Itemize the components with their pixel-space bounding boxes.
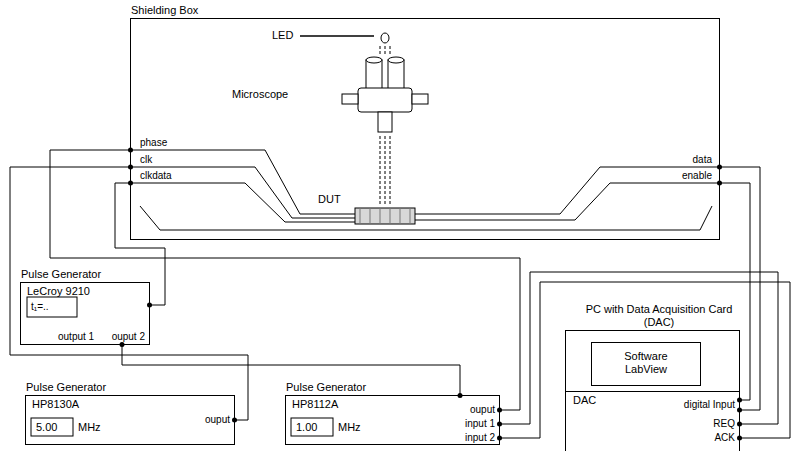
- node-label: HP8112A: [292, 398, 338, 411]
- wire-line: [122, 345, 460, 396]
- signal-label: 1.00: [296, 421, 317, 433]
- dut-chip: [355, 208, 415, 224]
- signal-wire: [497, 272, 778, 427]
- signal-label: input 2: [465, 432, 495, 443]
- wire-line: [720, 183, 751, 400]
- pc-box: PC with Data Acquisition Card (DAC)Softw…: [565, 330, 740, 451]
- signal-label: ouput 2: [112, 331, 145, 342]
- chip-pins: [360, 208, 410, 224]
- signal-wire: [115, 181, 165, 308]
- signal-label: ACK: [714, 432, 735, 443]
- display-window: [31, 418, 73, 436]
- node-label: HP8130A: [32, 398, 79, 411]
- signal-label: MHz: [78, 421, 101, 433]
- display-window: [27, 297, 77, 317]
- signal-wire: [50, 148, 520, 413]
- node-label: Software LabView: [592, 350, 700, 376]
- software-box: Software LabView: [591, 342, 701, 386]
- node-heading: PC with Data Acquisition Card (DAC): [584, 303, 734, 329]
- shielding-box: Shielding Box: [130, 18, 720, 240]
- node-label: DAC: [573, 394, 596, 407]
- signal-label: clkdata: [140, 170, 172, 181]
- signal-label: Microscope: [232, 88, 288, 100]
- led-bar: [300, 35, 374, 37]
- pulse-generator: Pulse GeneratorHP8130A: [25, 395, 235, 445]
- inner-wires: [130, 150, 720, 222]
- display-window: [291, 418, 333, 436]
- signal-wire: [10, 165, 248, 423]
- led-symbol: [381, 33, 389, 43]
- sample-plate: [140, 206, 712, 230]
- signal-label: clk: [140, 154, 152, 165]
- signal-label: data: [693, 154, 712, 165]
- signal-label: digital Input: [684, 399, 735, 410]
- node-heading: Pulse Generator: [26, 381, 106, 394]
- signal-wire: [497, 282, 790, 441]
- signal-label: enable: [682, 170, 712, 181]
- signal-wire: [717, 181, 750, 403]
- signal-wire: [717, 165, 760, 413]
- signal-label: input 1: [465, 418, 495, 429]
- microscope-symbol: [342, 57, 428, 132]
- signal-label: ouput: [470, 404, 495, 415]
- signal-label: DUT: [318, 193, 341, 205]
- signal-label: output 1: [58, 331, 94, 342]
- signal-label: MHz: [338, 421, 361, 433]
- wire-line: [10, 167, 248, 420]
- signal-wire: [120, 342, 463, 398]
- node-heading: Pulse Generator: [286, 381, 366, 394]
- node-label: LeCroy 9210: [27, 285, 90, 298]
- signal-label: ouput: [205, 414, 230, 425]
- node-heading: Shielding Box: [131, 4, 198, 17]
- signal-label: 5.00: [36, 421, 57, 433]
- signal-label: t₁=..: [31, 301, 49, 312]
- signal-label: LED: [272, 29, 293, 41]
- wire-line: [500, 282, 791, 438]
- wire-line: [50, 150, 520, 410]
- signal-label: phase: [140, 137, 167, 148]
- wire-line: [500, 272, 779, 424]
- wire-line: [115, 183, 165, 305]
- signal-label: REQ: [713, 418, 735, 429]
- node-heading: Pulse Generator: [21, 268, 101, 281]
